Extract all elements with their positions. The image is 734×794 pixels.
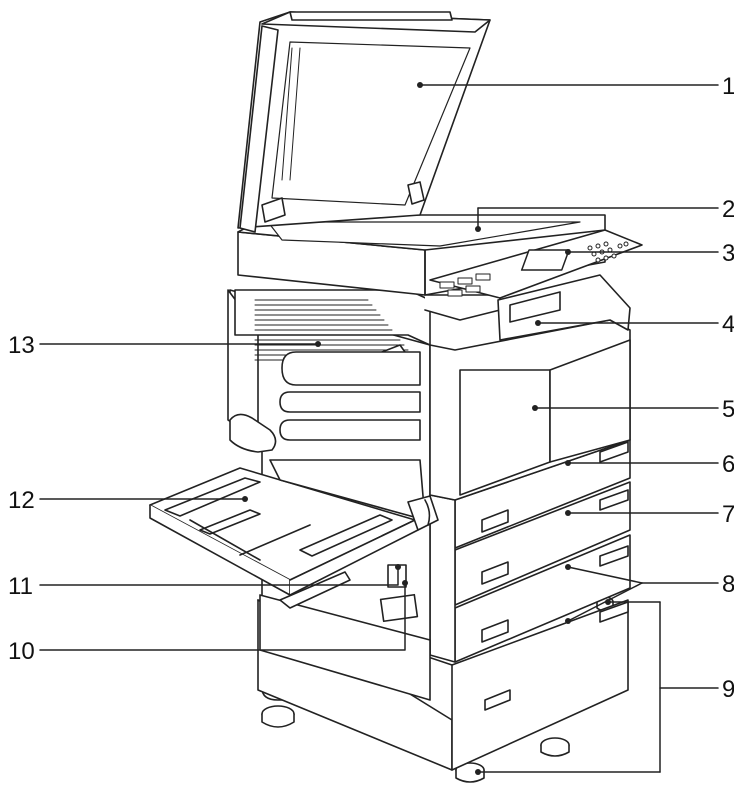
callout-3: 3 [722, 240, 734, 267]
callout-7: 7 [722, 501, 734, 528]
callout-1: 1 [722, 73, 734, 100]
callout-5: 5 [722, 396, 734, 423]
leader-line-11 [39, 566, 399, 586]
bypass-tray [149, 459, 439, 609]
callout-6: 6 [722, 451, 734, 478]
leader-lines [39, 84, 719, 773]
leader-line-10 [39, 582, 406, 651]
left-cover [227, 289, 431, 453]
leader-line-8a [567, 566, 643, 584]
leader-dots [242, 82, 611, 775]
document-cover [237, 11, 491, 233]
callout-8: 8 [722, 571, 734, 598]
callout-2: 2 [722, 196, 734, 223]
callout-9: 9 [722, 676, 734, 703]
callout-10: 10 [8, 638, 35, 665]
callout-labels: 1 2 3 4 5 6 7 8 9 10 11 12 13 [8, 73, 734, 703]
control-panel [429, 229, 643, 299]
callout-13: 13 [8, 332, 35, 359]
callout-4: 4 [722, 311, 734, 338]
callout-12: 12 [8, 487, 35, 514]
callout-11: 11 [8, 573, 33, 600]
